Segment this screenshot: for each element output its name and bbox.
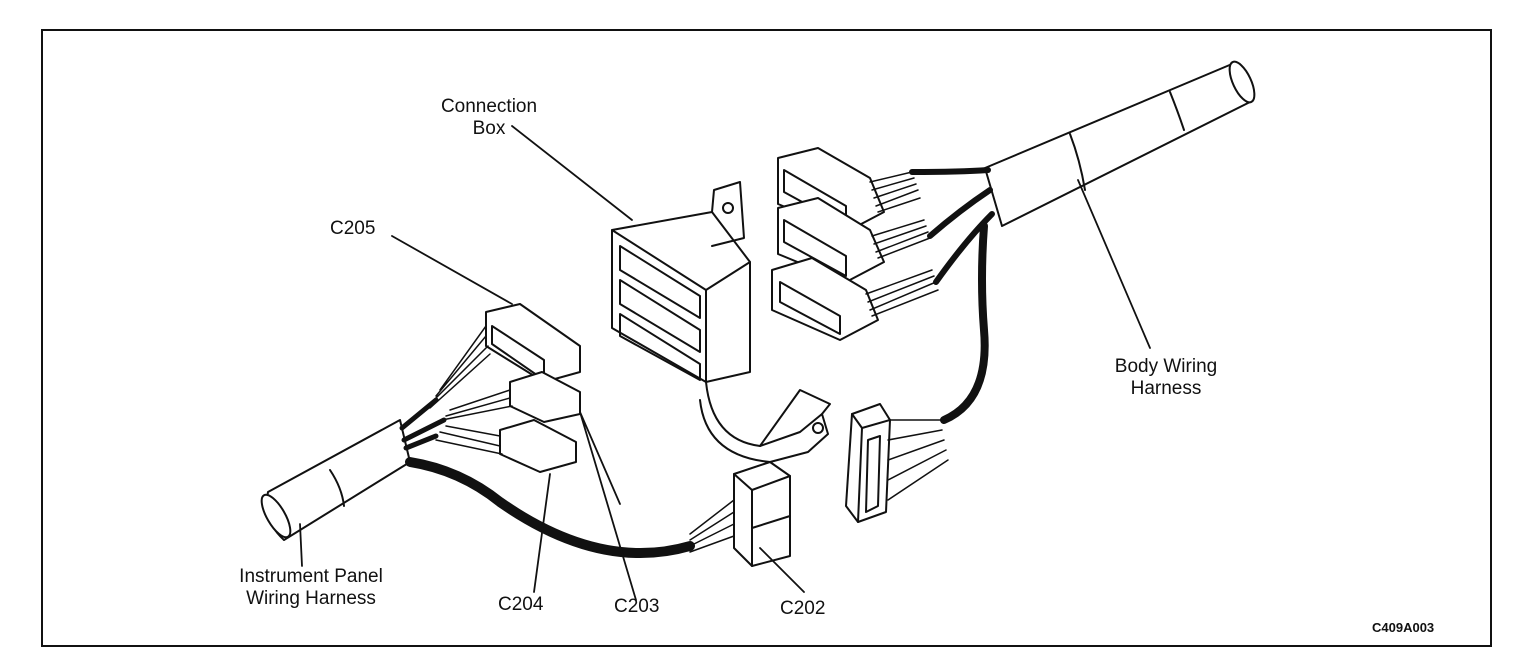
instrument-panel-label: Instrument Panel Wiring Harness — [216, 566, 406, 610]
connection-box-label-line2: Box — [472, 118, 506, 139]
leader-lines — [299, 125, 1151, 601]
body-side-connector — [845, 222, 989, 523]
c203-label: C203 — [614, 596, 660, 617]
figure-code: C409A003 — [1372, 620, 1435, 635]
connection-box-label: Connection Box — [424, 96, 554, 140]
instrument-panel-label-line2: Wiring Harness — [246, 588, 376, 609]
instrument-panel-harness — [260, 419, 411, 541]
c205-label: C205 — [330, 218, 376, 239]
diagram-frame — [41, 29, 1492, 647]
body-wiring-label-line1: Body Wiring — [1114, 356, 1218, 377]
connection-box — [611, 181, 831, 463]
body-wiring-label-line2: Harness — [1130, 378, 1202, 399]
body-wiring-label: Body Wiring Harness — [1096, 356, 1236, 400]
body-wiring-harness — [984, 60, 1256, 227]
instrument-panel-label-line1: Instrument Panel — [239, 566, 383, 587]
ip-connectors — [399, 303, 581, 473]
c204-label: C204 — [498, 594, 544, 615]
c202-connector — [405, 457, 791, 567]
c202-label: C202 — [780, 598, 826, 619]
upper-connector-stack — [771, 147, 995, 341]
connection-box-label-line1: Connection — [440, 96, 538, 117]
